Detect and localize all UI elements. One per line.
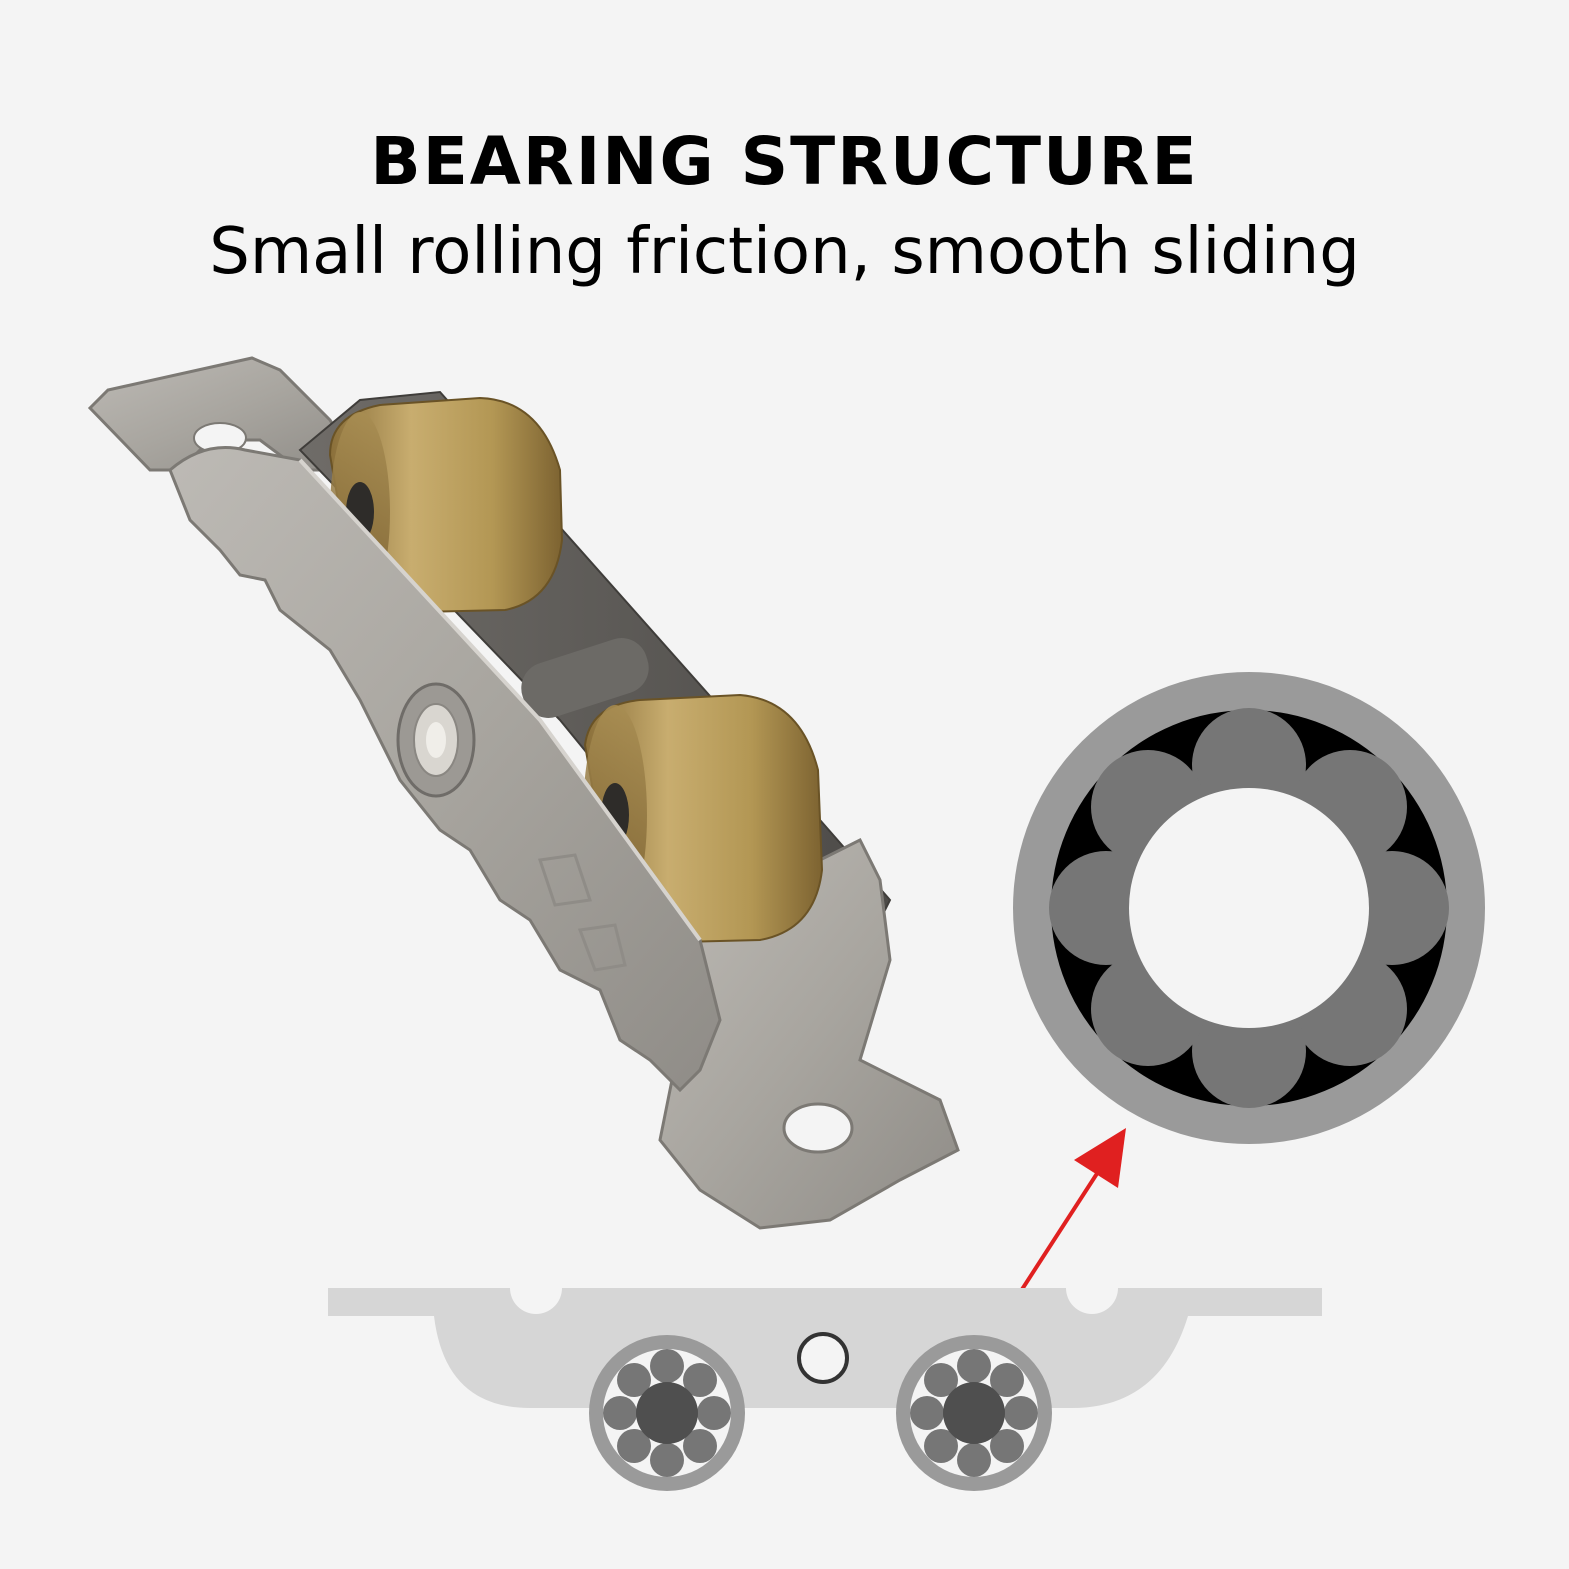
door-roller-pulley-icon bbox=[87, 356, 960, 1230]
small-bearing-left-icon bbox=[589, 1335, 745, 1491]
page-subtitle: Small rolling friction, smooth sliding bbox=[209, 215, 1360, 289]
ball-bearing-cross-section-icon bbox=[1013, 672, 1485, 1144]
page-title: BEARING STRUCTURE bbox=[370, 123, 1199, 200]
small-bearing-right-icon bbox=[896, 1335, 1052, 1491]
roller-rail-diagram-icon bbox=[328, 1288, 1322, 1491]
